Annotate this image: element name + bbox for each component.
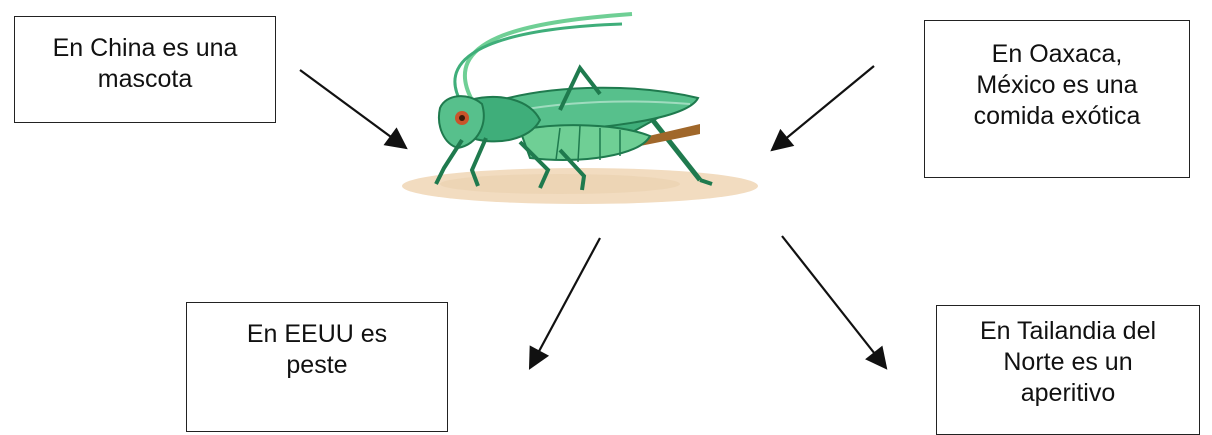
arrow-to-center-from-oaxaca [772,66,874,150]
arrow-to-center-from-china [300,70,406,148]
node-oaxaca-line-3: comida exótica [925,101,1189,132]
node-tailandia-line-2: Norte es un [937,347,1199,378]
node-oaxaca-line-1: En Oaxaca, [925,39,1189,70]
arrow-to-eeuu [530,238,600,368]
node-tailandia: En Tailandia del Norte es un aperitivo [936,305,1200,435]
node-china-line-1: En China es una [15,33,275,64]
node-tailandia-line-3: aperitivo [937,378,1199,409]
node-eeuu: En EEUU es peste [186,302,448,432]
node-oaxaca: En Oaxaca, México es una comida exótica [924,20,1190,178]
node-china-line-2: mascota [15,64,275,95]
node-oaxaca-line-2: México es una [925,70,1189,101]
node-china: En China es una mascota [14,16,276,123]
node-eeuu-line-1: En EEUU es [187,319,447,350]
grasshopper-icon [402,14,758,204]
node-eeuu-line-2: peste [187,350,447,381]
arrow-to-tailandia [782,236,886,368]
node-tailandia-line-1: En Tailandia del [937,316,1199,347]
